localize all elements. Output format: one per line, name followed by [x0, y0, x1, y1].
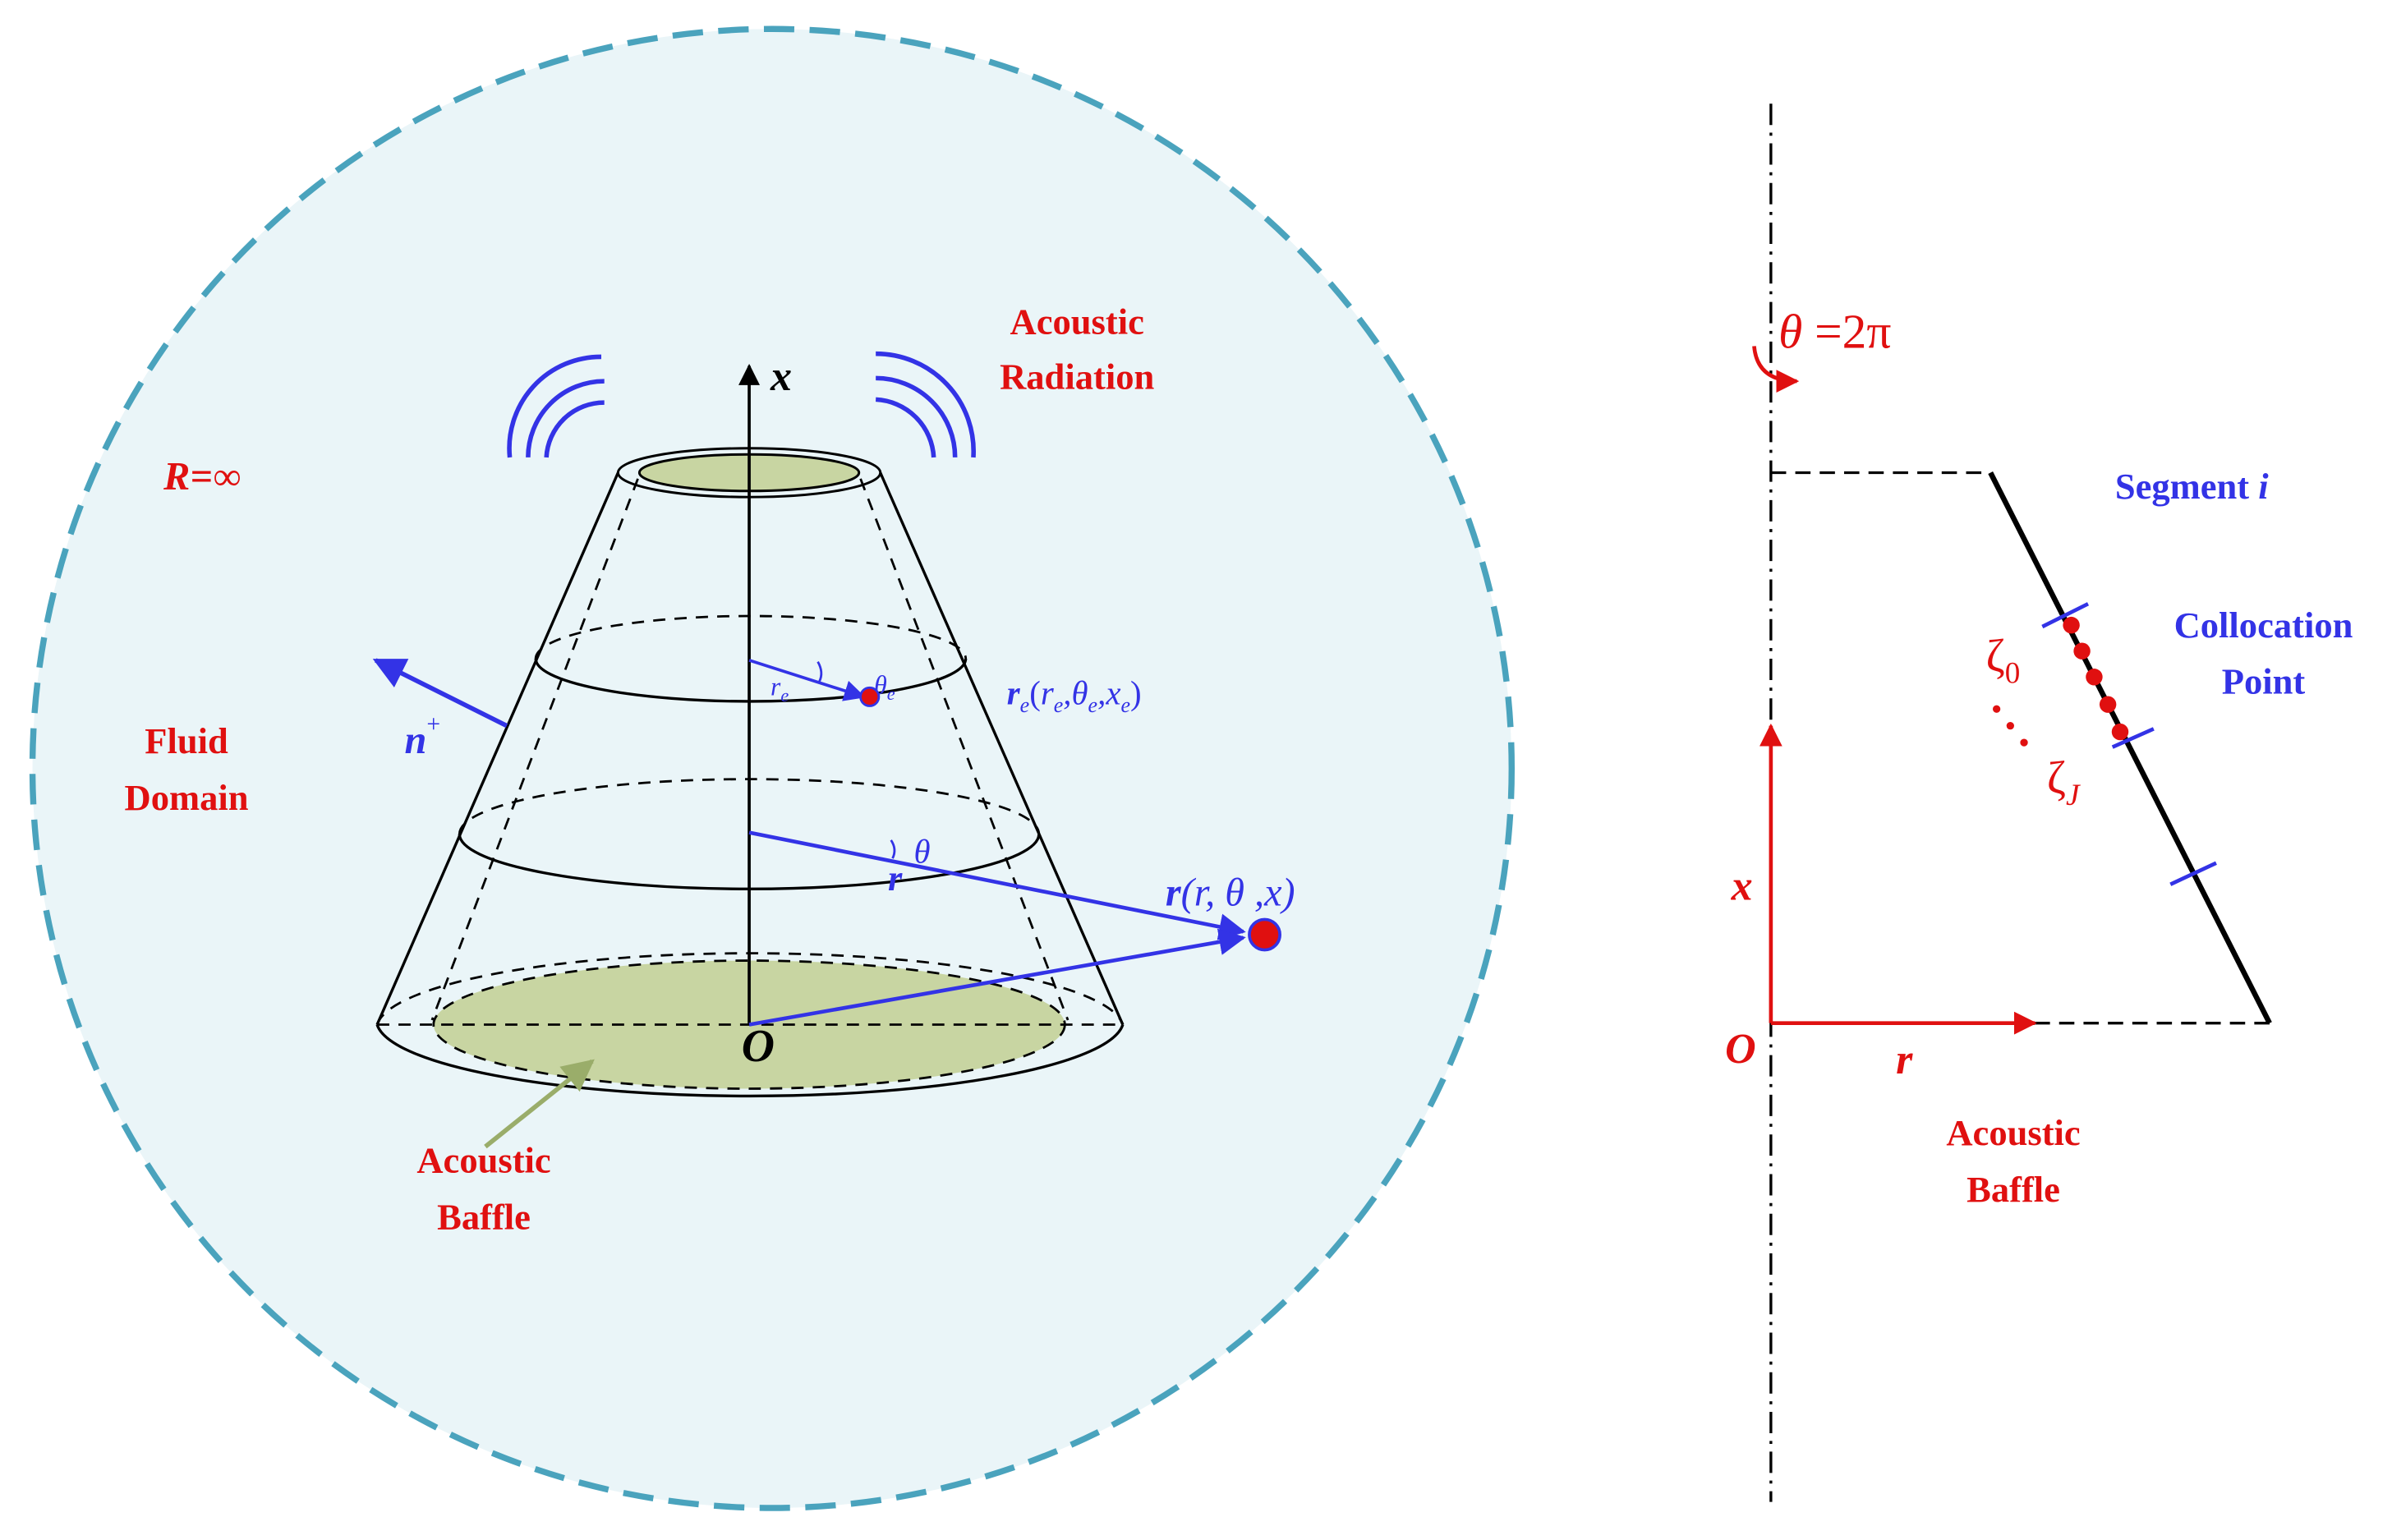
acoustic-baffle-label-2: Baffle: [437, 1196, 531, 1237]
left-panel: Acoustic Radiation R=∞ Fluid Domain x O …: [29, 25, 1515, 1511]
collocation-point-label-2: Point: [2222, 661, 2306, 702]
fluid-domain-label-2: Domain: [125, 777, 249, 818]
normal-vector-label: n+: [405, 711, 441, 762]
acoustic-baffle-label: Acoustic: [416, 1140, 550, 1181]
zeta-0-label: ζ0: [1986, 631, 2021, 691]
field-point-label: r(r, θ ,x): [1166, 871, 1295, 915]
element-position-arrow: [748, 659, 866, 701]
right-baffle-label-2: Baffle: [1966, 1169, 2060, 1210]
right-baffle-label: Acoustic: [1946, 1112, 2080, 1153]
rotation-label: θ =2π: [1778, 304, 1891, 358]
fluid-domain-boundary: [29, 25, 1515, 1511]
normal-vector-arrow: [372, 658, 508, 729]
generator-segment: [1988, 471, 2272, 1025]
acoustic-radiation-label: Acoustic: [1010, 301, 1144, 342]
zeta-j-label: ζJ: [2047, 752, 2081, 812]
element-angle-label: θe: [874, 671, 895, 704]
field-radial-arrow: [748, 830, 1246, 940]
fluid-radius-label: R=∞: [163, 455, 241, 499]
field-point: [1248, 917, 1281, 952]
element-point: [859, 686, 881, 707]
origin-label: O: [742, 1021, 775, 1072]
mid-radius-label: r: [888, 857, 903, 899]
fluid-domain-label: Fluid: [145, 720, 228, 761]
baffle-pointer-arrow: [484, 1059, 595, 1149]
rotation-arrow-icon: [1752, 346, 1800, 393]
collocation-point-label: Collocation: [2174, 605, 2353, 646]
segment-label: Segment i: [2115, 466, 2269, 507]
field-position-arrow: [748, 928, 1246, 1027]
radiation-waves-right-icon: [875, 351, 976, 458]
element-radius-label: re: [770, 673, 789, 706]
mid-theta-label: θ: [914, 834, 931, 871]
right-origin-label: O: [1725, 1026, 1756, 1073]
right-x-axis-label: x: [1731, 862, 1753, 909]
segment-ticks: [2041, 602, 2217, 886]
element-point-label: re(re,θe,xe): [1007, 675, 1142, 717]
acoustic-radiation-label-2: Radiation: [1000, 356, 1154, 397]
radiation-waves-left-icon: [507, 354, 605, 458]
ellipsis-dots: [1992, 705, 2028, 747]
right-r-axis-label: r: [1896, 1037, 1913, 1083]
right-panel: θ =2π Segment i: [1725, 103, 2353, 1502]
collocation-points: [2063, 616, 2129, 741]
x-axis-label: x: [770, 353, 792, 400]
